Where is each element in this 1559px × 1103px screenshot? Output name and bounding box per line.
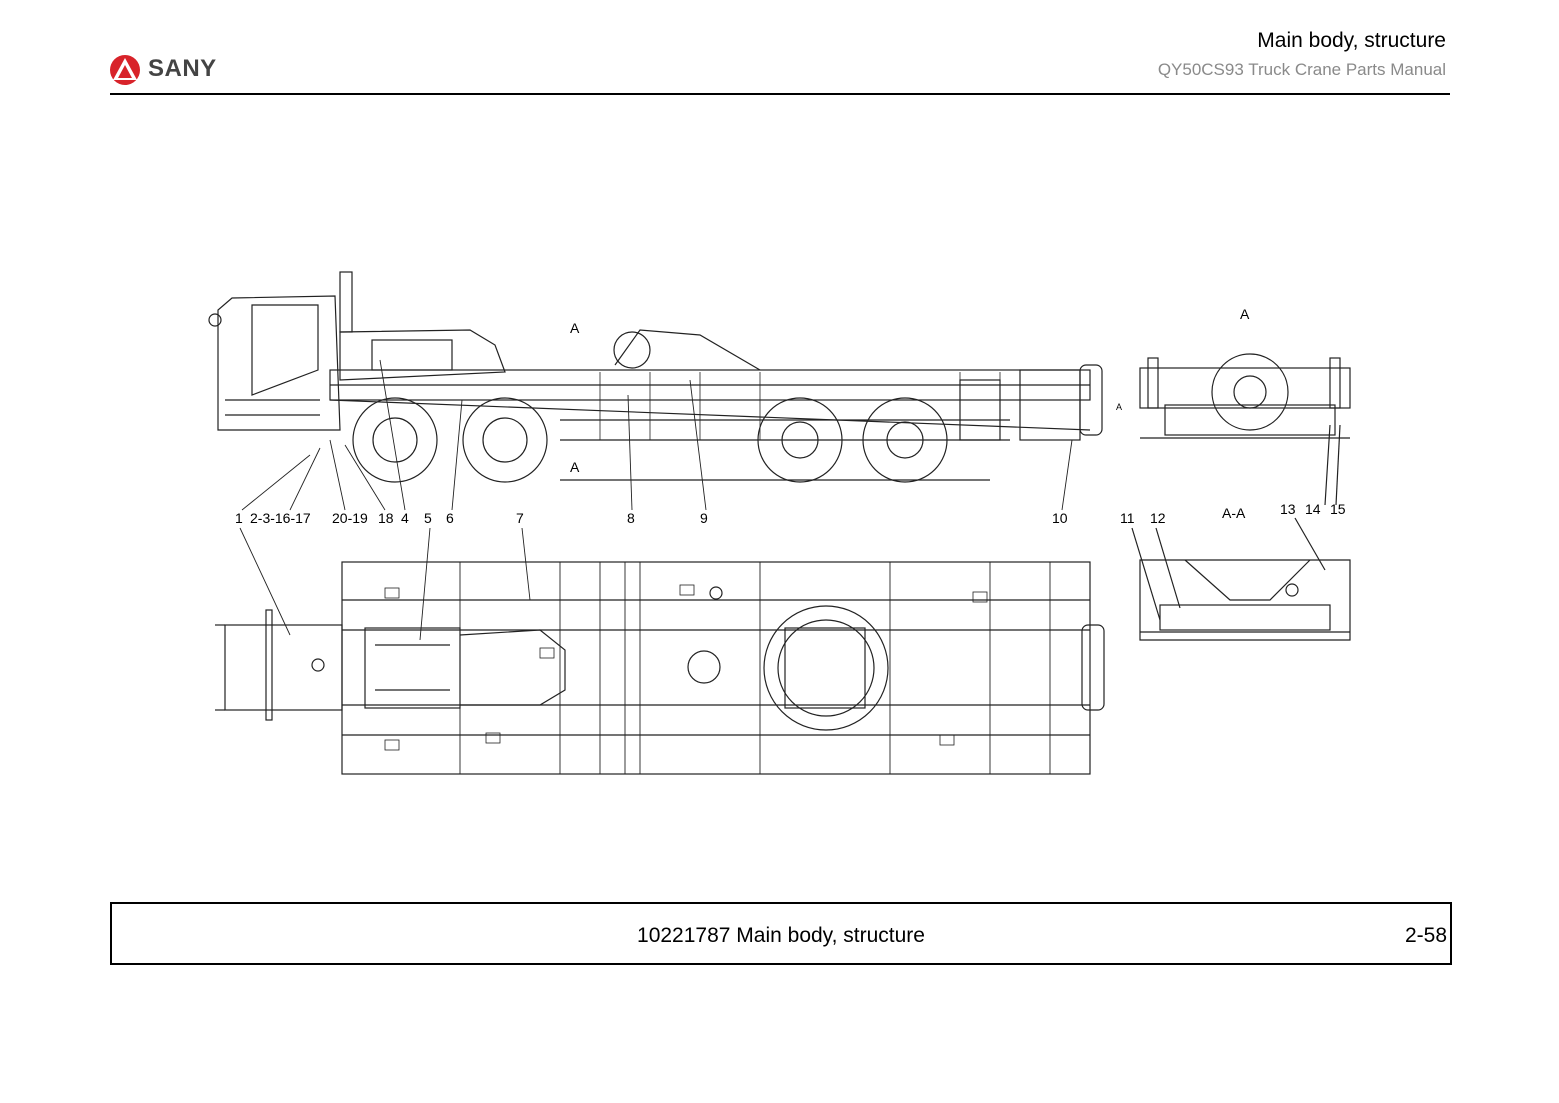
section-a-label: A — [1240, 306, 1250, 322]
part-label-14: 14 — [1305, 501, 1321, 517]
part-label-4: 4 — [401, 510, 409, 526]
cut-marker-side: A — [1116, 402, 1122, 412]
cut-marker-top: A — [570, 320, 580, 336]
header-rule — [110, 93, 1450, 95]
part-label-12: 12 — [1150, 510, 1166, 526]
section-aa-view — [1131, 517, 1351, 641]
part-label-8: 8 — [627, 510, 635, 526]
part-label-15: 15 — [1330, 501, 1346, 517]
sany-logo — [110, 55, 140, 85]
part-label-5: 5 — [424, 510, 432, 526]
part-label-13: 13 — [1280, 501, 1296, 517]
header-title: Main body, structure — [1257, 29, 1446, 52]
part-label-20-19: 20-19 — [332, 510, 368, 526]
part-label-6: 6 — [446, 510, 454, 526]
top-view — [215, 527, 1105, 775]
part-label-11: 11 — [1120, 510, 1135, 526]
section-a-view — [1139, 353, 1351, 506]
part-label-9: 9 — [700, 510, 708, 526]
part-label-2-3-16-17: 2-3-16-17 — [250, 510, 311, 526]
part-label-10: 10 — [1052, 510, 1068, 526]
section-aa-label: A-A — [1222, 505, 1246, 521]
cut-marker-bottom: A — [570, 459, 580, 475]
page-number: 2-58 — [1404, 924, 1447, 947]
wheels — [352, 397, 948, 483]
figure-caption: 10221787 Main body, structure — [637, 924, 925, 947]
brand-name: SANY — [148, 55, 217, 82]
part-label-1: 1 — [235, 510, 243, 526]
part-label-7: 7 — [516, 510, 524, 526]
side-view — [208, 271, 1103, 511]
header-subtitle: QY50CS93 Truck Crane Parts Manual — [1157, 60, 1446, 79]
caption-box: 10221787 Main body, structure 2-58 — [110, 902, 1452, 965]
part-labels: 1 2-3-16-17 20-19 18 4 5 6 7 8 9 10 11 1… — [235, 306, 1346, 526]
part-label-18: 18 — [378, 510, 394, 526]
